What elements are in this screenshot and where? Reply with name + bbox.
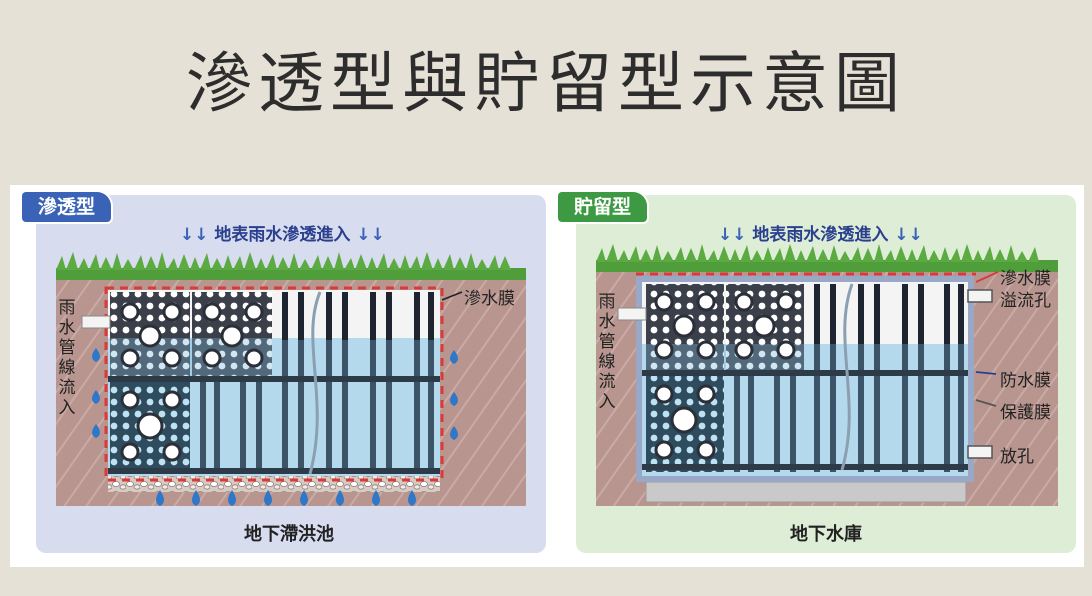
infiltration-diagram: [56, 252, 526, 506]
overflow-hole-label: 溢流孔: [1000, 286, 1051, 311]
storage-tag: 貯留型: [558, 192, 647, 222]
storage-rain-label: ↓↓ 地表雨水滲透進入 ↓↓: [718, 220, 923, 245]
storage-caption: 地下水庫: [790, 520, 862, 546]
waterproof-membrane-label: 防水膜: [1000, 366, 1051, 391]
gravel-layer: [108, 476, 440, 492]
drain-hole-label: 放孔: [1000, 442, 1034, 467]
infiltration-caption: 地下滯洪池: [244, 520, 334, 546]
storage-diagram: [596, 244, 1058, 506]
inlet-pipe: [82, 316, 110, 328]
infiltration-inlet-label: 雨 水 管 線 流 入: [58, 298, 76, 418]
concrete-base: [646, 482, 966, 502]
drain-pipe: [968, 446, 992, 458]
protective-membrane-label: 保護膜: [1000, 398, 1051, 423]
inlet-pipe: [618, 308, 646, 320]
grass-layer: [596, 244, 1058, 272]
down-arrow-icon: ↓↓: [180, 225, 209, 245]
down-arrow-icon: ↓↓: [356, 225, 385, 245]
storage-inlet-label: 雨 水 管 線 流 入: [598, 292, 616, 412]
down-arrow-icon: ↓↓: [718, 225, 747, 245]
infiltration-rain-label: ↓↓ 地表雨水滲透進入 ↓↓: [180, 220, 385, 245]
infiltration-membrane-label: 滲水膜: [464, 284, 515, 309]
grass-layer: [56, 252, 526, 280]
down-arrow-icon: ↓↓: [894, 225, 923, 245]
overflow-pipe: [968, 290, 992, 302]
infiltration-tag: 滲透型: [22, 192, 111, 222]
